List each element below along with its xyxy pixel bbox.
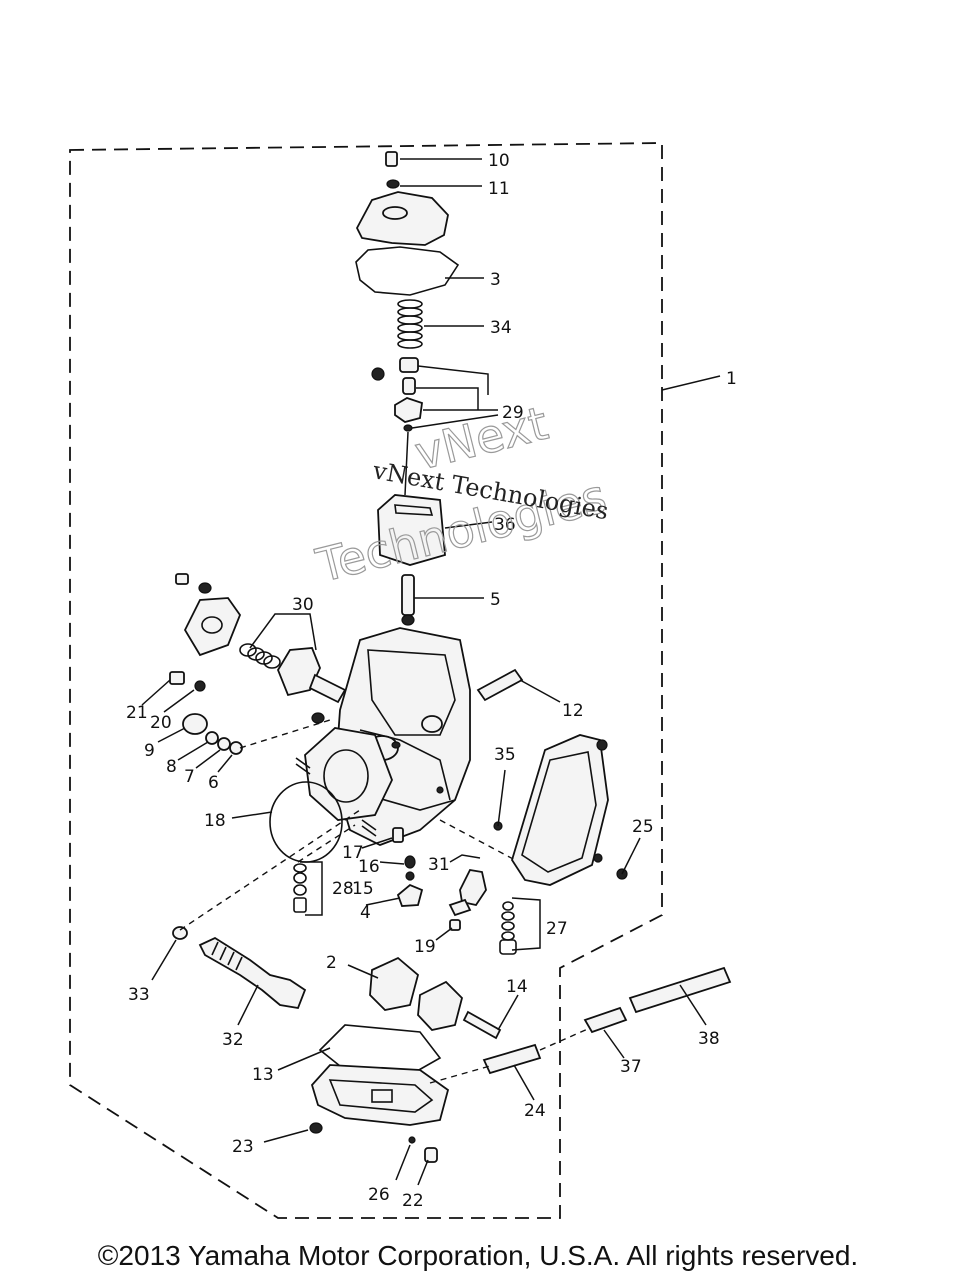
callout-36: 36 bbox=[494, 515, 516, 535]
callout-30: 30 bbox=[292, 595, 314, 615]
callout-26: 26 bbox=[368, 1185, 390, 1205]
callout-34: 34 bbox=[490, 318, 512, 338]
callout-33: 33 bbox=[128, 985, 150, 1005]
callout-5: 5 bbox=[490, 590, 501, 610]
callout-24: 24 bbox=[524, 1101, 546, 1121]
callout-3: 3 bbox=[490, 270, 501, 290]
accelerator-pump-group bbox=[175, 573, 347, 704]
callout-8: 8 bbox=[166, 757, 177, 777]
float-valve-parts bbox=[293, 827, 517, 955]
copyright-notice: ©2013 Yamaha Motor Corporation, U.S.A. A… bbox=[97, 1240, 859, 1271]
callout-35: 35 bbox=[494, 745, 516, 765]
callout-31: 31 bbox=[428, 855, 450, 875]
callout-29: 29 bbox=[502, 403, 524, 423]
side-cover bbox=[493, 734, 628, 886]
callout-9: 9 bbox=[144, 741, 155, 761]
callout-16: 16 bbox=[358, 857, 380, 877]
callout-1: 1 bbox=[726, 369, 737, 389]
callout-25: 25 bbox=[632, 817, 654, 837]
callout-2: 2 bbox=[326, 953, 337, 973]
callout-10: 10 bbox=[488, 151, 510, 171]
callout-21: 21 bbox=[126, 703, 148, 723]
callout-11: 11 bbox=[488, 179, 510, 199]
callout-17: 17 bbox=[342, 843, 364, 863]
callout-14: 14 bbox=[506, 977, 528, 997]
throttle-cable-parts bbox=[172, 926, 307, 1010]
callout-labels: 10 11 3 34 1 29 36 5 30 12 21 20 9 8 7 6… bbox=[126, 151, 737, 1211]
callout-20: 20 bbox=[150, 713, 172, 733]
carburetor-body bbox=[269, 627, 471, 863]
callout-32: 32 bbox=[222, 1030, 244, 1050]
callout-38: 38 bbox=[698, 1029, 720, 1049]
leader-lines bbox=[141, 158, 721, 1186]
hose-12 bbox=[476, 668, 524, 702]
hoses-lower bbox=[482, 966, 732, 1075]
callout-18: 18 bbox=[204, 811, 226, 831]
top-cover-group bbox=[355, 151, 460, 349]
callout-12: 12 bbox=[562, 701, 584, 721]
callout-4: 4 bbox=[360, 903, 371, 923]
callout-7: 7 bbox=[184, 767, 195, 787]
watermark: vNext Technologies vNext Technologies bbox=[310, 395, 612, 593]
callout-37: 37 bbox=[620, 1057, 642, 1077]
connection-lines bbox=[179, 719, 591, 1084]
callout-22: 22 bbox=[402, 1191, 424, 1211]
callout-13: 13 bbox=[252, 1065, 274, 1085]
callout-19: 19 bbox=[414, 937, 436, 957]
callout-15: 15 bbox=[352, 879, 374, 899]
float-bowl bbox=[309, 1024, 450, 1163]
callout-23: 23 bbox=[232, 1137, 254, 1157]
callout-27: 27 bbox=[546, 919, 568, 939]
callout-28: 28 bbox=[332, 879, 354, 899]
callout-6: 6 bbox=[208, 773, 219, 793]
pilot-screw-parts bbox=[169, 671, 325, 755]
needle-group bbox=[371, 357, 446, 626]
float-parts bbox=[369, 956, 502, 1040]
